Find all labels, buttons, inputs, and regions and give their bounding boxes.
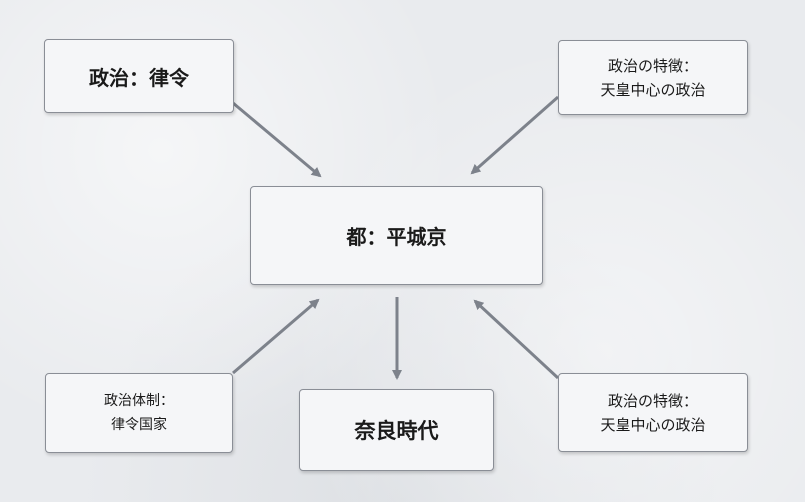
arrow-feature-top-to-capital <box>470 95 559 175</box>
box-political-feature-bottom: 政治の特徴： 天皇中心の政治 <box>558 373 748 452</box>
arrow-politics-to-capital <box>232 101 322 178</box>
box-political-system: 政治体制： 律令国家 <box>45 373 233 453</box>
box-politics-ritsuryo-text: 政治：律令 <box>89 65 189 90</box>
box-political-feature-top-line-1: 政治の特徴： <box>607 56 698 75</box>
box-political-system-line-2: 律令国家 <box>111 417 167 433</box>
box-nara-period: 奈良時代 <box>299 389 494 471</box>
box-nara-period-text: 奈良時代 <box>354 419 439 443</box>
box-political-feature-top-line-2: 天皇中心の政治 <box>600 80 706 99</box>
box-political-system-line-1: 政治体制： <box>104 393 174 409</box>
box-capital-heijokyo: 都：平城京 <box>250 186 543 285</box>
box-capital-text: 都：平城京 <box>346 225 447 249</box>
box-political-feature-bottom-line-1: 政治の特徴： <box>607 391 698 410</box>
box-political-feature-bottom-line-2: 天皇中心の政治 <box>600 415 706 434</box>
box-politics-ritsuryo: 政治：律令 <box>44 39 234 113</box>
box-political-feature-top: 政治の特徴： 天皇中心の政治 <box>558 40 748 115</box>
arrow-system-to-capital <box>232 298 320 375</box>
arrow-feature-bottom-to-capital <box>473 299 560 380</box>
